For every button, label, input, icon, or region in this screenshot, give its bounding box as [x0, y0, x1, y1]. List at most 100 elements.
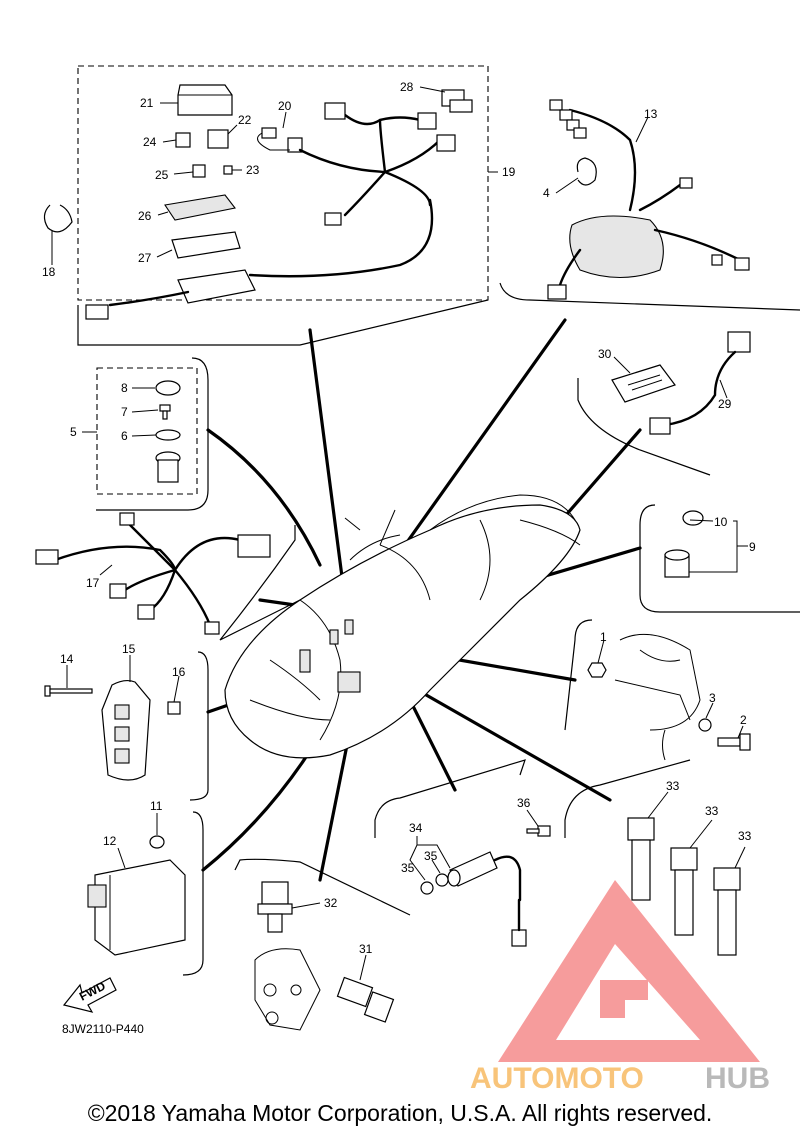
bubble-item-12: [182, 811, 204, 976]
callout-26: 26: [138, 209, 152, 223]
callout-7: 7: [121, 405, 128, 419]
callout-1: 1: [600, 630, 607, 644]
watermark-word-a: AUTOMOTO: [470, 1062, 644, 1095]
part-31-sensor: [336, 976, 395, 1023]
bubble-item-15: [189, 651, 209, 801]
part-wire-harness-sub: [298, 102, 456, 226]
part-15-switch-housing: [101, 679, 151, 781]
callout-30: 30: [598, 347, 612, 361]
callout-24: 24: [143, 135, 157, 149]
manifold-outline: [254, 948, 321, 1031]
callout-6: 6: [121, 429, 128, 443]
bubble-item-13: [499, 282, 800, 311]
part-33-coil-b: [670, 847, 698, 936]
part-21-fuse-box: [177, 84, 233, 116]
callout-2: 2: [740, 713, 747, 727]
callout-16: 16: [172, 665, 186, 679]
copyright-notice: ©2018 Yamaha Motor Corporation, U.S.A. A…: [87, 1100, 713, 1126]
bubble-item-32: [234, 858, 411, 916]
callout-9: 9: [749, 540, 756, 554]
callout-23: 23: [246, 163, 260, 177]
part-10-cap: [682, 510, 704, 526]
callout-35-a: 35: [401, 861, 415, 875]
callout-19: 19: [502, 165, 516, 179]
callout-12: 12: [103, 834, 117, 848]
part-8-cap: [155, 380, 181, 396]
part-2-bolt: [717, 733, 751, 751]
bracket-outline: [614, 633, 701, 761]
part-4-clamp: [576, 157, 597, 186]
part-7-screw: [159, 404, 171, 420]
part-28-connector: [441, 89, 473, 113]
watermark-triangle: [498, 880, 760, 1062]
part-27-cover: [171, 231, 241, 259]
callout-31: 31: [359, 942, 373, 956]
part-14-bolt: [44, 685, 93, 697]
callout-leaders: [51, 86, 748, 981]
callout-15: 15: [122, 642, 136, 656]
callout-28: 28: [400, 80, 414, 94]
bubble-top: [77, 299, 489, 346]
group-box-5: [96, 367, 198, 495]
part-30-label: [611, 364, 676, 403]
callout-10: 10: [714, 515, 728, 529]
part-11-grommet: [149, 835, 165, 849]
callout-34: 34: [409, 821, 423, 835]
part-17-harness: [35, 512, 271, 635]
part-18-clamp: [43, 204, 73, 233]
bubble-item-5: [96, 357, 209, 511]
callout-33-c: 33: [738, 829, 752, 843]
callout-21: 21: [140, 96, 154, 110]
callout-11: 11: [150, 799, 163, 813]
watermark-inner-mark: [600, 980, 648, 1018]
part-22-relay: [207, 129, 229, 149]
part-29-sensor: [649, 331, 751, 435]
callout-33-b: 33: [705, 804, 719, 818]
callout-20: 20: [278, 99, 292, 113]
part-26-fuse-panel: [164, 194, 236, 221]
watermark-logo: [498, 880, 760, 1062]
part-24-relay: [175, 132, 191, 148]
callout-35-b: 35: [424, 849, 438, 863]
part-25-relay: [192, 164, 206, 178]
part-35-oring-a: [420, 881, 434, 895]
part-33-coil-c: [713, 867, 741, 956]
bubble-item-33: [564, 759, 691, 838]
part-36-bolt: [526, 825, 551, 837]
part-20-sensor: [257, 127, 303, 153]
callout-3: 3: [709, 691, 716, 705]
callout-13: 13: [644, 107, 658, 121]
part-33-coil-a: [627, 817, 655, 901]
callout-25: 25: [155, 168, 169, 182]
callout-27: 27: [138, 251, 152, 265]
callout-33-a: 33: [666, 779, 680, 793]
part-16-nut: [167, 701, 181, 715]
callout-22: 22: [238, 113, 252, 127]
watercraft-outline: [224, 494, 581, 759]
bubble-item-17: [219, 525, 301, 641]
part-5-sensor-body: [155, 451, 181, 483]
watermark-text: AUTOMOTO HUB: [470, 1062, 770, 1095]
bubble-item-1: [564, 619, 593, 731]
callout-4: 4: [543, 186, 550, 200]
part-35-oring-b: [435, 873, 449, 887]
part-34-sensor: [447, 851, 527, 947]
callout-18: 18: [42, 265, 56, 279]
callout-14: 14: [60, 652, 74, 666]
bubble-item-9: [639, 504, 800, 613]
bubble-item-34: [374, 759, 526, 838]
part-32-sensor: [257, 881, 293, 933]
callout-labels: 21 24 22 20 25 23 26 27 28 19 18 13 4 30…: [42, 80, 756, 956]
part-3-washer: [698, 718, 712, 732]
part-12-ecu: [87, 859, 186, 956]
part-23-fuse: [223, 165, 233, 175]
part-6-washer: [155, 429, 181, 441]
callout-36: 36: [517, 796, 531, 810]
callout-32: 32: [324, 896, 338, 910]
callout-5: 5: [70, 425, 77, 439]
callout-8: 8: [121, 381, 128, 395]
part-1-nut: [587, 662, 607, 678]
fwd-arrow: FWD: [62, 977, 117, 1013]
bubble-item-29: [577, 378, 711, 476]
